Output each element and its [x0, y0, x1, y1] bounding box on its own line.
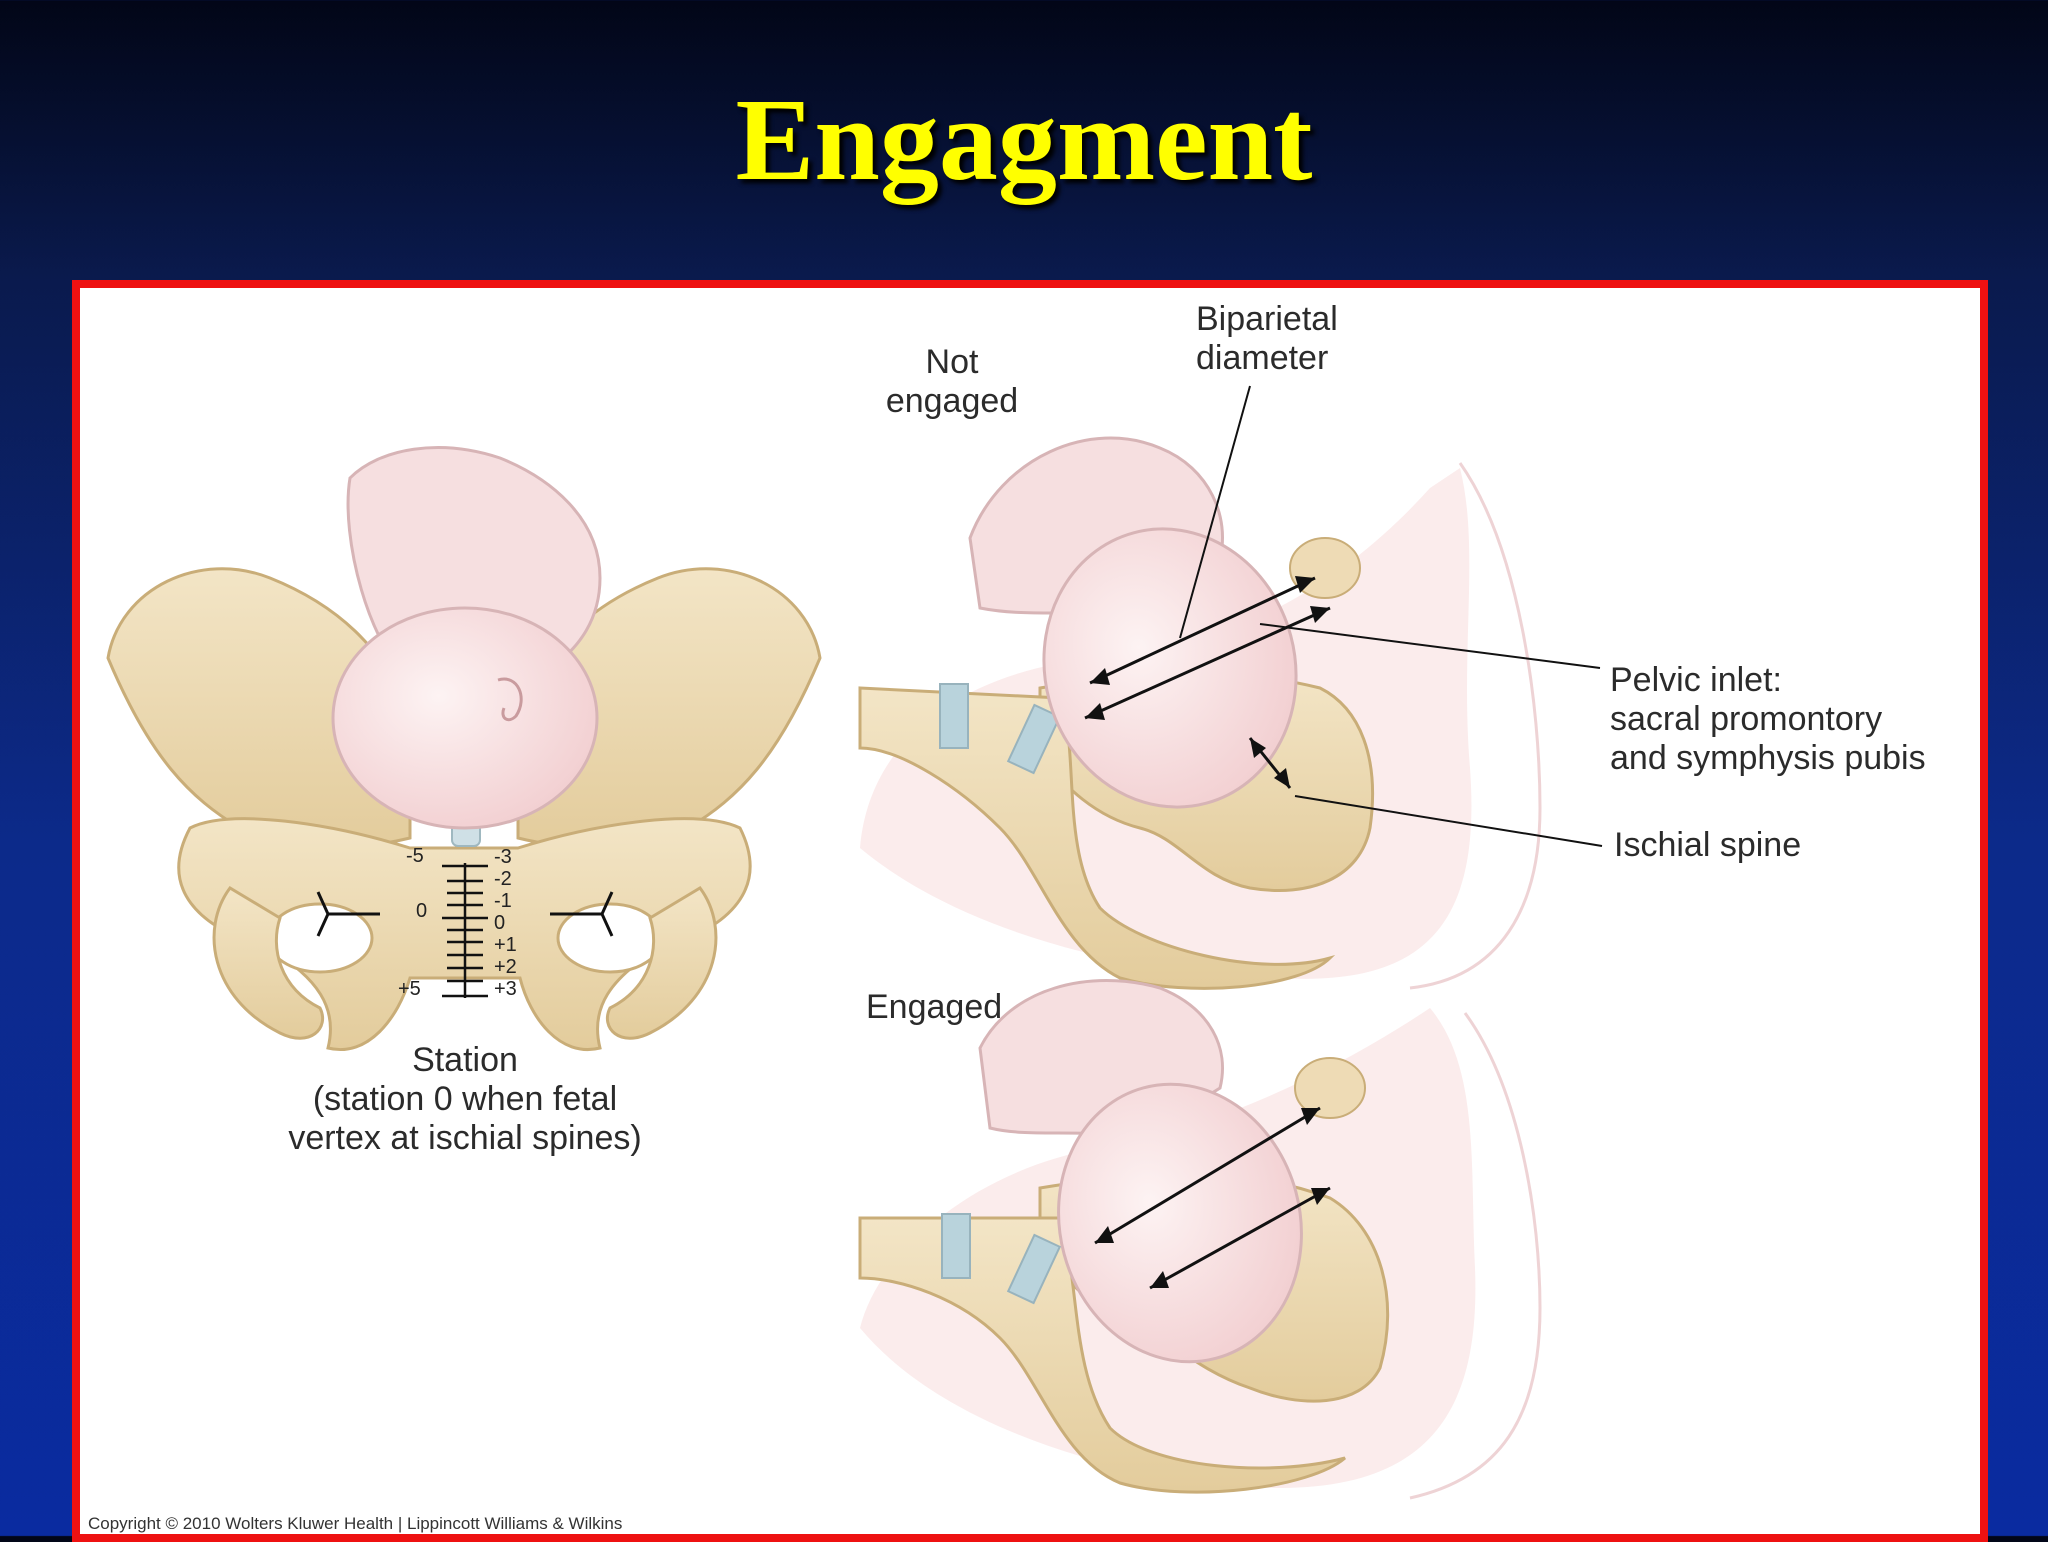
inlet-arrows [1084, 576, 1331, 720]
station-left-mid: 0 [416, 900, 428, 922]
disc-bottom-1 [941, 1213, 971, 1279]
left-ischial-spine-marker [316, 891, 380, 937]
not-engaged-view [858, 385, 1603, 990]
sacrum-bottom [858, 1216, 1346, 1494]
fetal-head-front [331, 606, 599, 830]
pelvic-inlet-leader [1259, 623, 1601, 669]
ischial-spine-leader [1294, 795, 1603, 847]
station-scale [442, 863, 488, 998]
not-engaged-label: Not engaged [885, 343, 1019, 420]
station-right-6: +3 [494, 978, 517, 1000]
arrowhead-4b [1311, 1188, 1330, 1205]
diagram-frame: Not engaged Biparietal diameter Pelvic i… [72, 280, 1988, 1542]
fetal-ear [497, 677, 523, 722]
station-right-1: -2 [494, 868, 512, 890]
disc-top-1 [939, 683, 969, 749]
right-ischium [605, 886, 718, 1040]
right-ischial-spine-marker [550, 891, 614, 937]
arrowhead-4a [1150, 1271, 1169, 1288]
spine-arrowhead-b [1274, 768, 1290, 788]
left-ischium [212, 886, 325, 1040]
arrowhead-2a [1085, 703, 1105, 720]
station-right-0: -3 [494, 846, 512, 868]
station-left-bottom: +5 [398, 978, 421, 1000]
arrowhead-1b [1295, 576, 1315, 593]
sacrum-top [858, 686, 1336, 990]
arrowhead-2b [1310, 606, 1330, 623]
biparietal-diameter-label: Biparietal diameter [1196, 300, 1338, 377]
maternal-abdomen-top [1409, 462, 1542, 990]
engaged-label: Engaged [866, 988, 1003, 1026]
biparietal-leader [1179, 385, 1251, 639]
engaged-view [858, 979, 1542, 1500]
spine-arrowhead-a [1250, 738, 1266, 758]
maternal-abdomen-bottom [1409, 1012, 1542, 1500]
fetal-head-bottom [1057, 1082, 1303, 1364]
fetal-head-top [1042, 527, 1298, 809]
station-right-4: +1 [494, 934, 517, 956]
station-right-5: +2 [494, 956, 517, 978]
station-label: Station (station 0 when fetal vertex at … [288, 1041, 642, 1157]
disc-bottom-2 [1006, 1233, 1062, 1305]
copyright-notice: Copyright © 2010 Wolters Kluwer Health |… [88, 1514, 623, 1533]
arrowhead-1a [1090, 668, 1110, 685]
engagement-illustration [106, 385, 1603, 1500]
arrowhead-3a [1095, 1226, 1114, 1243]
engaged-arrows [1094, 1106, 1331, 1290]
station-right-2: -1 [494, 890, 512, 912]
disc-top-2 [1006, 703, 1062, 775]
pelvic-inlet-label: Pelvic inlet: sacral promontory and symp… [1610, 661, 1926, 777]
ischial-spine-label: Ischial spine [1614, 826, 1802, 864]
station-right-3: 0 [494, 912, 506, 934]
slide-title: Engagment [735, 74, 1313, 205]
station-left-top: -5 [406, 845, 424, 867]
pelvis-front-view [106, 446, 822, 1051]
pubis-bottom [1294, 1057, 1366, 1119]
arrowhead-3b [1301, 1108, 1320, 1125]
